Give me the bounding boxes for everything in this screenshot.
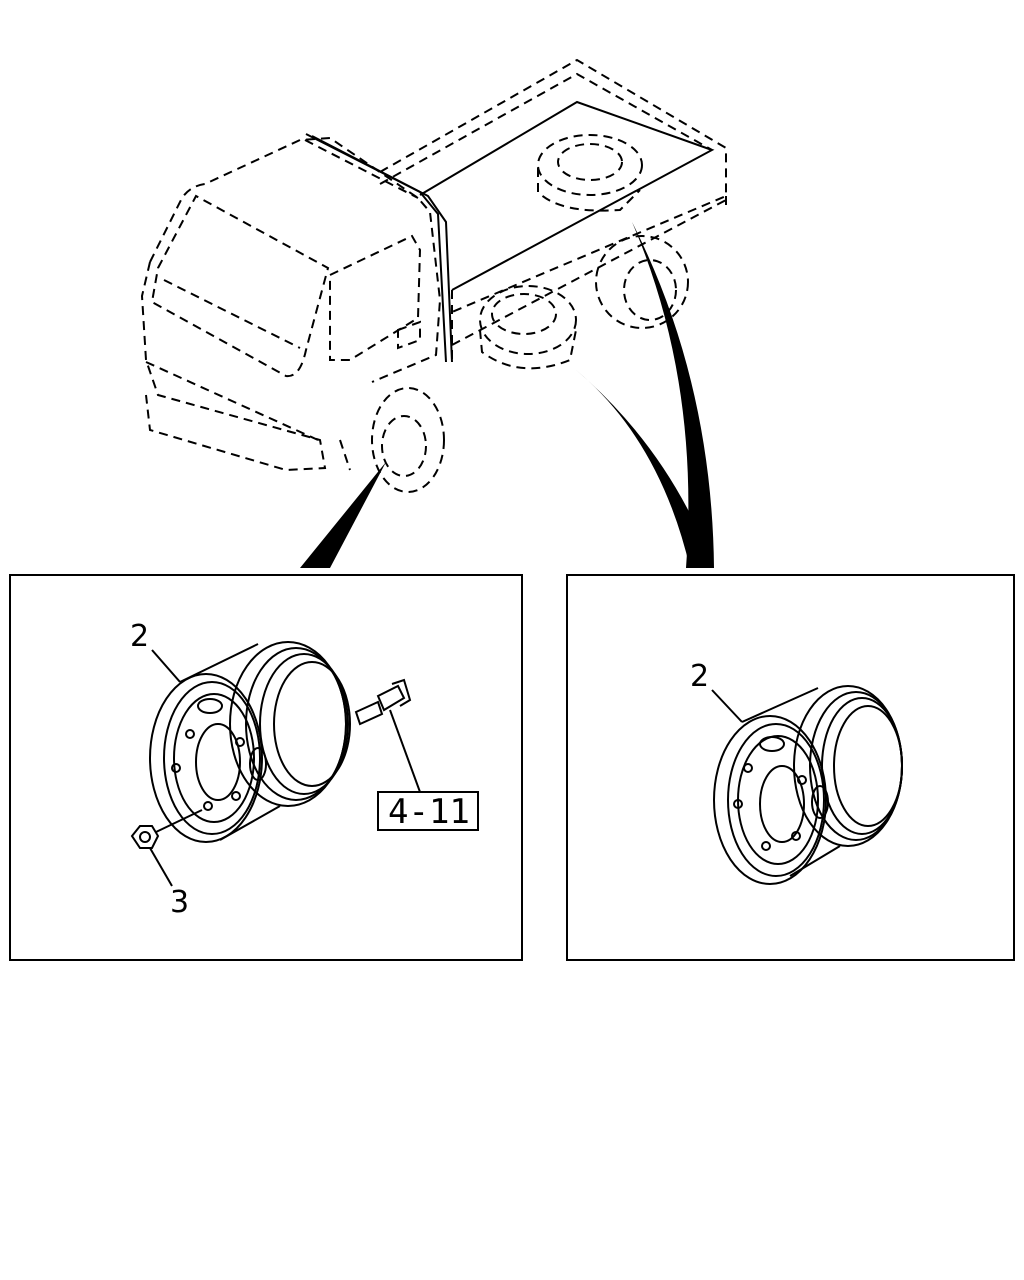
callout-3-nut: 3 — [170, 885, 189, 920]
callout-2-rear: 2 — [690, 659, 709, 694]
truck-outline — [140, 58, 727, 493]
rear-wheel-panel — [566, 574, 1015, 961]
rear-wheel-pointer-1 — [576, 370, 714, 568]
rear-wheel-drawing — [711, 685, 903, 885]
rear-wheel-pointer-2 — [632, 222, 714, 568]
reference-box[interactable] — [377, 791, 479, 831]
front-wheel-drawing — [130, 641, 421, 887]
callout-2-front: 2 — [130, 619, 149, 654]
front-wheel-pointer — [300, 462, 386, 568]
reference-label: 4-11 — [388, 792, 470, 832]
